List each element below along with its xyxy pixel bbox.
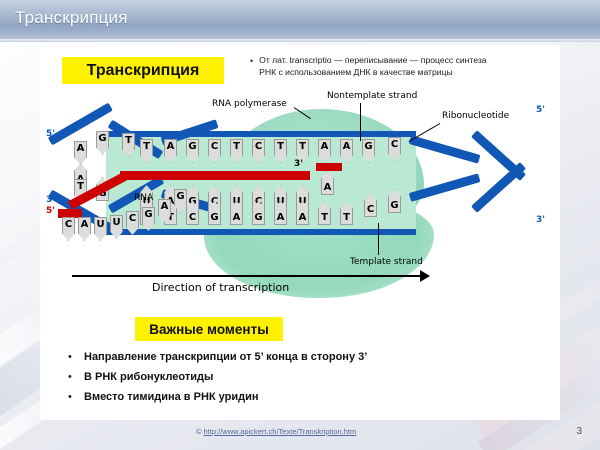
base-template-6: G [252, 201, 265, 225]
base-nontemplate-3: G [186, 139, 199, 163]
important-points-list: • Направление транскрипции от 5’ конца в… [68, 350, 538, 410]
base-nontemplate-1: T [140, 139, 153, 163]
base-template-12: G [388, 189, 401, 213]
bullet-marker: • [250, 56, 254, 66]
base-rna-8: G [174, 189, 187, 213]
highlight-title-text: Транскрипция [86, 61, 200, 79]
mark-right-5prime: 5' [536, 105, 546, 115]
list-item-label: Вместо тимидина в РНК уридин [84, 391, 259, 403]
base-nontemplate-10: A [340, 139, 353, 163]
leader-nontemplate-strand [360, 103, 361, 141]
list-item: • Направление транскрипции от 5’ конца в… [68, 350, 538, 364]
direction-arrow-head [420, 270, 430, 282]
base-template-5: A [230, 201, 243, 225]
bullet-marker: • [68, 371, 72, 383]
slide-header-bar: Транскрипция [0, 0, 600, 42]
direction-arrow-line [72, 275, 424, 277]
slide-number: 3 [576, 426, 582, 437]
base-nontemplate-4: C [208, 139, 221, 163]
list-item: • Вместо тимидина в РНК уридин [68, 390, 538, 404]
source-attribution: ©http://www.apickert.ch/Texte/Transkript… [196, 427, 356, 436]
list-item-label: В РНК рибонуклеотиды [84, 371, 214, 383]
base-rna-7: A [158, 199, 171, 223]
bullet-marker: • [68, 391, 72, 403]
mark-left-3prime: 3' [46, 195, 56, 205]
base-rna-5: C [126, 211, 139, 235]
base-template-10: T [340, 201, 353, 225]
source-link[interactable]: http://www.apickert.ch/Texte/Transkripti… [203, 427, 357, 436]
mark-right-3prime: 3' [536, 215, 546, 225]
definition-block: • От лат. transcriptio — переписывание —… [250, 54, 550, 78]
base-rna-2: A [78, 217, 91, 241]
list-item: • В РНК рибонуклеотиды [68, 370, 538, 384]
base-template-9: T [318, 201, 331, 225]
base-left-1: A [74, 141, 87, 165]
leader-template-strand [378, 223, 379, 255]
label-ribonucleotide: Ribonucleotide [442, 111, 510, 121]
base-left-3: G [96, 131, 109, 155]
highlight-box-important-points: Важные моменты [135, 317, 283, 341]
base-incoming-ribonucleotide: A [321, 171, 334, 195]
definition-line-2: РНК с использованием ДНК в качестве матр… [259, 67, 453, 77]
base-nontemplate-2: A [164, 139, 177, 163]
base-rna-6: G [142, 207, 155, 231]
base-nontemplate-7: T [274, 139, 287, 163]
base-left-6: T [122, 133, 135, 157]
highlight-box-transcription: Транскрипция [62, 57, 224, 84]
mark-left-5prime: 5' [46, 129, 56, 139]
label-rna: RNA [134, 193, 154, 203]
label-direction-of-transcription: Direction of transcription [152, 281, 290, 294]
base-template-7: A [274, 201, 287, 225]
incoming-ribonucleotide-bar [316, 163, 342, 171]
base-nontemplate-5: T [230, 139, 243, 163]
transcription-diagram: A A G G T T T A G C T C T T A A G C A U … [44, 91, 556, 308]
definition-line-1: От лат. transcriptio — переписывание — п… [259, 55, 487, 65]
label-nontemplate-strand: Nontemplate strand [327, 91, 418, 101]
mark-rna-3prime: 3' [294, 159, 304, 169]
bullet-marker: • [68, 351, 72, 363]
important-heading-text: Важные моменты [149, 321, 269, 337]
base-rna-4: U [110, 215, 123, 239]
base-template-3: C [186, 201, 199, 225]
copyright-icon: © [196, 427, 202, 436]
base-nontemplate-12: C [388, 137, 401, 161]
content-card: Транскрипция • От лат. transcriptio — пе… [40, 45, 560, 420]
list-item-label: Направление транскрипции от 5’ конца в с… [84, 351, 368, 363]
rna-strand-horizontal [120, 171, 310, 180]
base-template-11: C [364, 193, 377, 217]
base-template-8: A [296, 201, 309, 225]
base-nontemplate-6: C [252, 139, 265, 163]
mark-rna-5prime: 5' [46, 206, 56, 216]
base-template-4: G [208, 201, 221, 225]
base-nontemplate-9: A [318, 139, 331, 163]
page-title: Транскрипция [15, 8, 128, 27]
base-rna-1: C [62, 217, 75, 241]
base-nontemplate-11: G [362, 139, 375, 163]
label-template-strand: Template strand [350, 257, 423, 267]
label-rna-polymerase: RNA polymerase [212, 99, 287, 109]
base-rna-3: U [94, 217, 107, 241]
rna-strand-flat-tail [58, 209, 82, 218]
base-nontemplate-8: T [296, 139, 309, 163]
